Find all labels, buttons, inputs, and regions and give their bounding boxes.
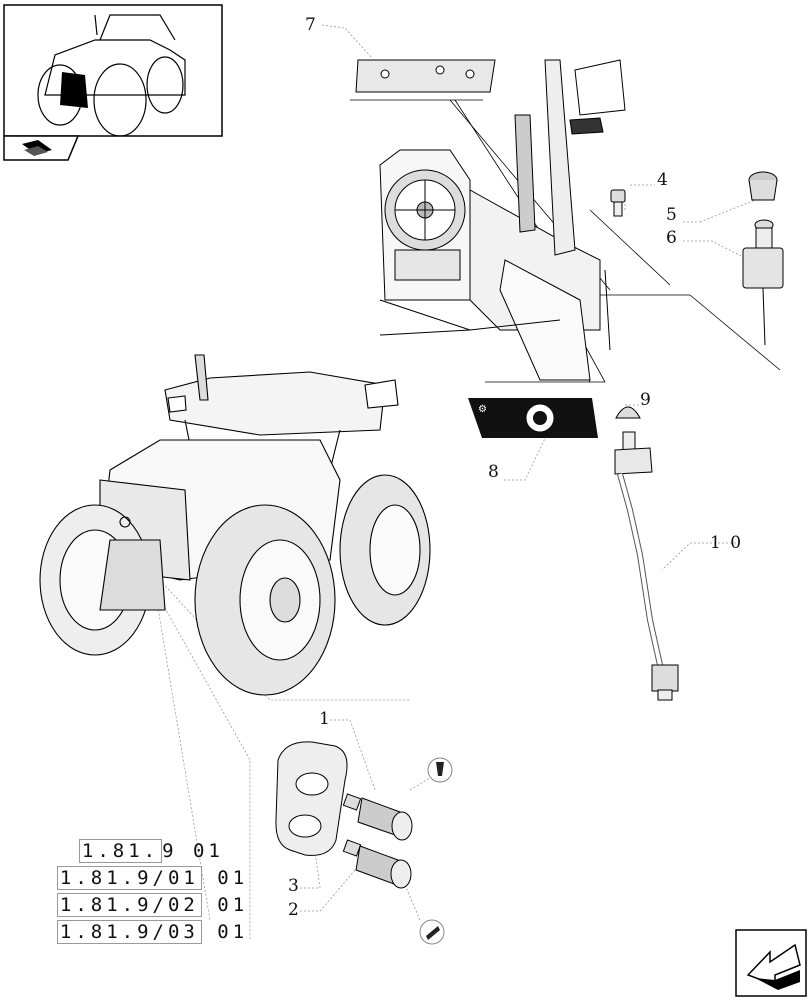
callout-8: 8	[488, 462, 499, 482]
hitch-up-symbol-icon	[427, 757, 453, 783]
reference-3-boxed: 1.81.9/02	[56, 893, 202, 917]
reference-1[interactable]: 1.81.9 01	[48, 818, 224, 863]
callout-6: 6	[666, 228, 677, 248]
callout-7: 7	[305, 15, 316, 35]
reference-2-rest: 01	[201, 867, 249, 889]
manual-book-icon[interactable]	[3, 135, 80, 161]
part-2-button	[342, 839, 412, 889]
part-10-harness	[614, 431, 679, 701]
reference-1-rest: 9 01	[162, 840, 224, 862]
callout-4: 4	[657, 170, 668, 190]
callout-3: 3	[288, 876, 299, 896]
part-3-bracket	[275, 741, 348, 856]
callout-5: 5	[666, 205, 677, 225]
svg-text:⚙: ⚙	[478, 404, 487, 415]
callout-9: 9	[640, 390, 651, 410]
part-6-switch	[742, 219, 784, 346]
reference-1-boxed: 1.81.	[78, 839, 163, 863]
part-8-control-panel: ⚙	[468, 398, 598, 438]
callout-1: 1	[319, 709, 330, 729]
part-7-label-plate	[355, 59, 496, 93]
reference-4-rest: 01	[201, 921, 249, 943]
part-4-pin	[610, 189, 626, 217]
reference-2[interactable]: 1.81.9/01 01	[26, 845, 249, 890]
reference-4[interactable]: 1.81.9/03 01	[26, 899, 249, 944]
reference-3-rest: 01	[201, 894, 249, 916]
reference-2-boxed: 1.81.9/01	[56, 866, 202, 890]
part-9-cap	[615, 406, 641, 419]
hitch-down-symbol-icon	[419, 919, 445, 945]
reference-3[interactable]: 1.81.9/02 01	[26, 872, 249, 917]
tractor-overview-icon[interactable]	[3, 4, 223, 137]
callout-2: 2	[288, 900, 299, 920]
tractor-illustration	[39, 354, 431, 696]
reference-4-boxed: 1.81.9/03	[56, 920, 202, 944]
part-1-button	[342, 793, 413, 841]
callout-10: 1 0	[710, 533, 744, 553]
next-page-arrow-icon[interactable]	[735, 929, 807, 997]
part-5-knob	[748, 171, 778, 201]
